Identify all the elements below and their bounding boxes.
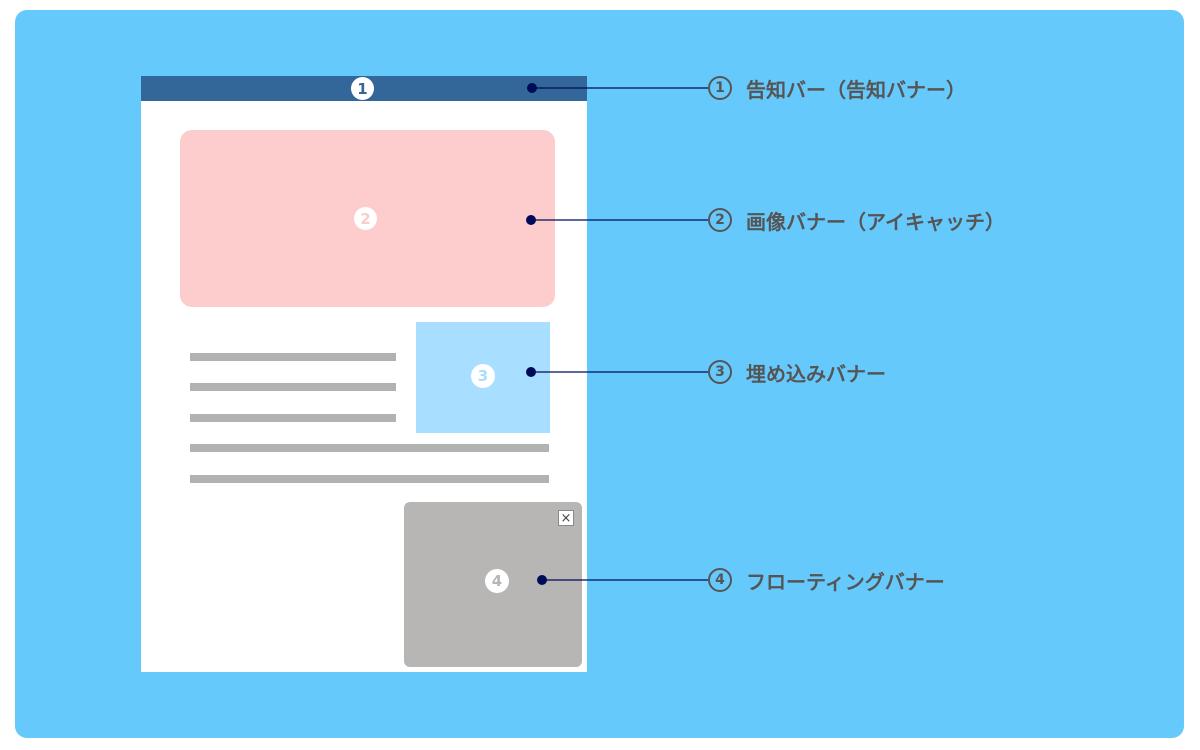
label-text: フローティングバナー: [746, 569, 945, 594]
label-text: 告知バー（告知バナー）: [746, 77, 966, 102]
close-icon[interactable]: ×: [558, 510, 574, 526]
label-embedded-banner: 3 埋め込みバナー: [708, 358, 886, 386]
label-floating-banner: 4 フローティングバナー: [708, 566, 945, 594]
leader-dot-3: [526, 367, 536, 377]
label-number: 3: [708, 360, 732, 384]
text-line: [190, 383, 396, 391]
floating-banner: × 4: [404, 502, 582, 667]
text-line: [190, 414, 396, 422]
label-image-banner: 2 画像バナー（アイキャッチ）: [708, 206, 1005, 234]
label-number: 2: [708, 208, 732, 232]
label-text: 画像バナー（アイキャッチ）: [746, 209, 1005, 234]
text-line: [190, 475, 549, 483]
label-text: 埋め込みバナー: [746, 361, 886, 386]
label-number: 1: [708, 76, 732, 100]
floating-banner-marker: 4: [485, 569, 509, 593]
image-banner: 2: [180, 130, 555, 307]
image-banner-marker: 2: [354, 207, 377, 230]
label-number: 4: [708, 568, 732, 592]
leader-dot-1: [527, 83, 537, 93]
text-line: [190, 353, 396, 361]
notice-bar: 1: [141, 76, 587, 101]
embedded-banner-marker: 3: [471, 364, 495, 388]
text-line: [190, 444, 549, 452]
leader-dot-4: [537, 575, 547, 585]
notice-bar-marker: 1: [351, 77, 374, 100]
embedded-banner: 3: [416, 322, 550, 433]
label-notice-bar: 1 告知バー（告知バナー）: [708, 74, 966, 102]
leader-dot-2: [526, 215, 536, 225]
web-page-mockup: 1 2 3 × 4: [141, 76, 587, 672]
